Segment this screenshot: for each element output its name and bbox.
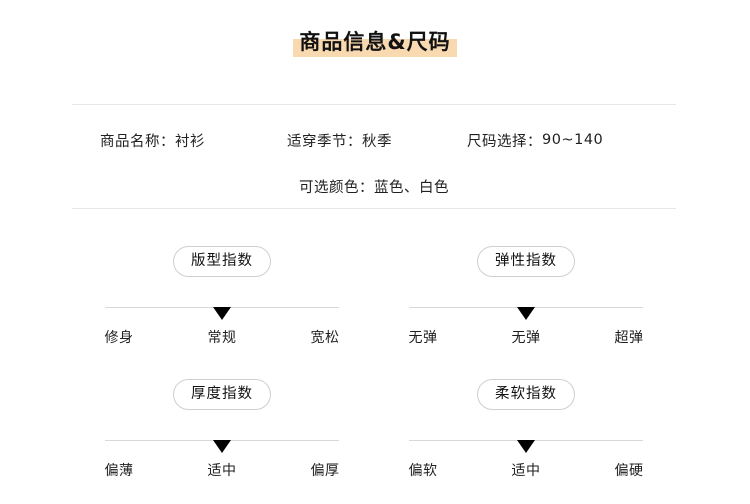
field-color-value: 蓝色、白色 [374,179,449,196]
divider-bottom [72,208,676,209]
scale-label-mid: 常规 [207,330,237,346]
field-size-value: 90~140 [542,132,604,148]
scale-label-mid: 无弹 [511,330,541,346]
index-pill-elasticity: 弹性指数 [477,246,575,277]
scale-label-low: 偏薄 [104,463,134,479]
scale-marker-triangle-icon [213,307,231,320]
index-pill-fit: 版型指数 [173,246,271,277]
scale-labels: 偏软 适中 偏硬 [391,460,661,480]
scale-labels: 修身 常规 宽松 [87,327,357,347]
field-size: 尺码选择： 90~140 [467,130,676,151]
scale-label-high: 超弹 [614,330,644,346]
field-product-name-label: 商品名称： [100,133,175,150]
scale-label-mid: 适中 [207,463,237,479]
page-title: 商品信息&尺码 [0,22,750,62]
scale-marker-triangle-icon [213,440,231,453]
product-info-row: 商品名称： 衬衫 适穿季节： 秋季 尺码选择： 90~140 [72,128,676,152]
scale-label-low: 修身 [104,330,134,346]
scale-label-high: 偏硬 [614,463,644,479]
index-block-fit: 版型指数 修身 常规 宽松 [72,240,372,352]
field-size-label: 尺码选择： [467,133,542,150]
scale-label-low: 无弹 [408,330,438,346]
field-color: 可选颜色： 蓝色、白色 [299,176,449,197]
index-pill-thickness: 厚度指数 [173,379,271,410]
index-block-softness: 柔软指数 偏软 适中 偏硬 [376,373,676,485]
index-block-elasticity: 弹性指数 无弹 无弹 超弹 [376,240,676,352]
scale-labels: 偏薄 适中 偏厚 [87,460,357,480]
field-season-label: 适穿季节： [287,133,362,150]
title-text: 商品信息&尺码 [299,30,451,54]
scale-marker-triangle-icon [517,307,535,320]
divider-top [72,104,676,105]
scale-label-high: 偏厚 [310,463,340,479]
index-block-thickness: 厚度指数 偏薄 适中 偏厚 [72,373,372,485]
scale-label-low: 偏软 [408,463,438,479]
field-season: 适穿季节： 秋季 [287,130,467,151]
title-highlight-band [293,39,457,57]
scale-marker-triangle-icon [517,440,535,453]
scale-label-mid: 适中 [511,463,541,479]
index-pill-softness: 柔软指数 [477,379,575,410]
scale-label-high: 宽松 [310,330,340,346]
field-season-value: 秋季 [362,133,392,150]
product-color-row: 可选颜色： 蓝色、白色 [72,174,676,198]
scale-labels: 无弹 无弹 超弹 [391,327,661,347]
field-color-label: 可选颜色： [299,179,374,196]
field-product-name: 商品名称： 衬衫 [72,130,287,151]
field-product-name-value: 衬衫 [175,133,205,150]
